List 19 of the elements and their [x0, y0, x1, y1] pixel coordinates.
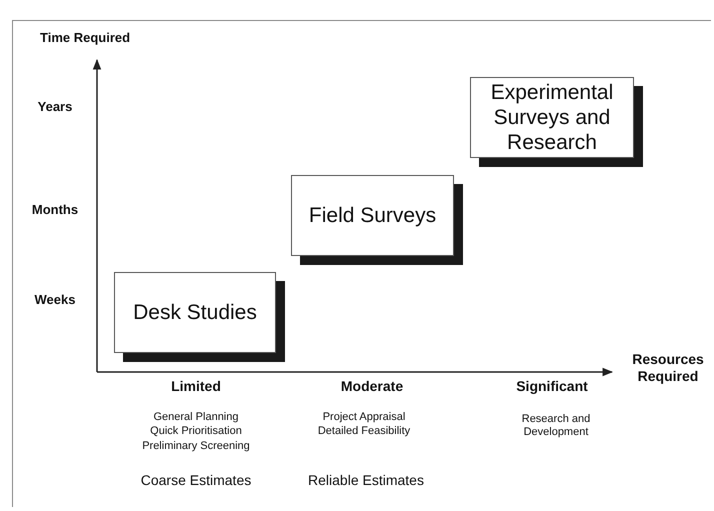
tick-label: Significant: [515, 378, 589, 395]
tick-label: Years: [36, 99, 74, 115]
tick-label: Moderate: [340, 378, 404, 395]
tick-label: Limited: [170, 378, 222, 395]
note-text: General Planning: [152, 411, 240, 424]
note-text: Project Appraisal: [322, 411, 406, 424]
note-text: Reliable Estimates: [307, 472, 425, 489]
axis-title: Resources Required: [631, 351, 705, 385]
note-text: Detailed Feasibility: [316, 425, 412, 438]
tick-label: Weeks: [34, 292, 76, 308]
box-title: Experimental Surveys and Research: [490, 80, 614, 156]
note-text: Preliminary Screening: [141, 440, 251, 454]
box-title: Desk Studies: [133, 300, 257, 326]
box-title: Field Surveys: [308, 202, 436, 228]
note-text: Quick Prioritisation: [149, 425, 243, 438]
tick-label: Months: [30, 202, 80, 218]
note-text: Coarse Estimates: [140, 472, 252, 489]
axis-title: Time Required: [40, 30, 130, 46]
note-text: Research and Development: [520, 413, 592, 440]
